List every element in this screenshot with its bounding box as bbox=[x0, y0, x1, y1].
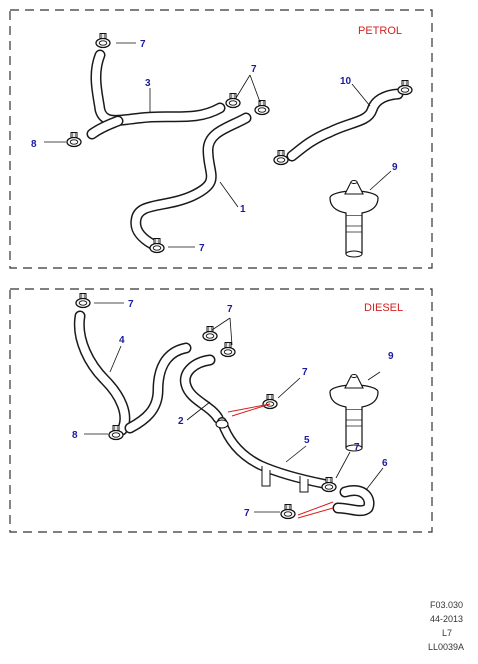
callout-7: 7 bbox=[128, 299, 134, 310]
callout-1: 1 bbox=[240, 204, 246, 215]
hose-clamp bbox=[202, 325, 218, 342]
callout-7: 7 bbox=[244, 508, 250, 519]
hose-4 bbox=[73, 310, 192, 436]
hose-clamp bbox=[220, 341, 236, 358]
pipe-5 bbox=[215, 417, 330, 493]
petrol-panel-frame bbox=[9, 9, 433, 269]
callout-6: 6 bbox=[382, 458, 388, 469]
hose-6 bbox=[332, 485, 375, 517]
hose-3 bbox=[86, 49, 226, 140]
thermostat bbox=[329, 179, 379, 258]
callout-9: 9 bbox=[388, 351, 394, 362]
hose-clamp bbox=[262, 393, 278, 410]
callout-10: 10 bbox=[340, 76, 352, 87]
callout-7: 7 bbox=[354, 442, 360, 453]
hose-clamp bbox=[280, 503, 296, 520]
diesel-panel: DIESEL bbox=[9, 288, 433, 533]
callout-9: 9 bbox=[392, 162, 398, 173]
hose-10 bbox=[286, 88, 404, 162]
hose-clamp bbox=[273, 149, 289, 166]
callout-5: 5 bbox=[304, 435, 310, 446]
thermostat bbox=[329, 373, 379, 452]
diesel-panel-frame bbox=[9, 288, 433, 533]
callout-7: 7 bbox=[199, 243, 205, 254]
callout-2: 2 bbox=[178, 416, 184, 427]
callout-8: 8 bbox=[72, 430, 78, 441]
petrol-panel: PETROL bbox=[9, 9, 433, 269]
reference-line: LL0039A bbox=[428, 642, 464, 652]
hose-clamp bbox=[254, 99, 270, 116]
petrol-label: PETROL bbox=[358, 25, 402, 37]
callout-7: 7 bbox=[251, 64, 257, 75]
hose-clamp bbox=[397, 79, 413, 96]
hose-clamp bbox=[66, 131, 82, 148]
reference-line: F03.030 bbox=[430, 600, 463, 610]
reference-line: L7 bbox=[442, 628, 452, 638]
hose-clamp bbox=[95, 32, 111, 49]
callout-7: 7 bbox=[227, 304, 233, 315]
reference-line: 44-2013 bbox=[430, 614, 463, 624]
callout-7: 7 bbox=[302, 367, 308, 378]
hose-2 bbox=[179, 354, 224, 424]
reference-block: F03.030 44-2013 L7 LL0039A bbox=[428, 600, 464, 652]
callout-4: 4 bbox=[119, 335, 125, 346]
callout-7: 7 bbox=[140, 39, 146, 50]
callout-8: 8 bbox=[31, 139, 37, 150]
callout-3: 3 bbox=[145, 78, 151, 89]
diesel-label: DIESEL bbox=[364, 302, 403, 314]
hose-clamp bbox=[75, 292, 91, 309]
hose-1 bbox=[130, 112, 252, 250]
